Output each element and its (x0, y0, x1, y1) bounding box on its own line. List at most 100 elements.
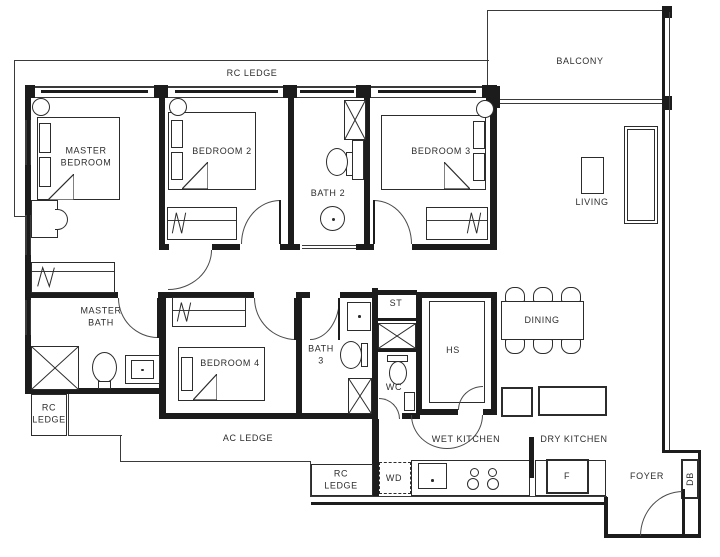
room-label-bedroom4: BEDROOM 4 (200, 358, 260, 369)
rc-ledge-bottom-box (311, 464, 373, 496)
blanket-fold (444, 162, 470, 189)
bedside-lamp (169, 98, 187, 116)
room-label-bath2: BATH 2 (310, 188, 346, 199)
room-label-bedroom3: BEDROOM 3 (411, 146, 471, 157)
wall (25, 335, 31, 394)
wardrobe-icon (466, 211, 482, 235)
door-arc (168, 250, 212, 290)
room-label-hs: HS (446, 345, 460, 356)
window-wall (29, 98, 31, 394)
kitchen-divider-wall (529, 437, 534, 478)
wall (25, 255, 31, 300)
window-glazing (26, 215, 30, 255)
window-wall (25, 86, 27, 394)
balcony-wall (487, 10, 489, 90)
counter-island (501, 387, 533, 417)
toilet-tank (361, 343, 368, 367)
wardrobe-icon (176, 301, 192, 323)
room-label-rc-ledge-top: RC LEDGE (226, 68, 278, 79)
pillow (39, 157, 51, 187)
hob-burner (467, 478, 479, 490)
wall (372, 288, 378, 419)
appliance-label-wd: WD (385, 473, 403, 484)
wall (372, 419, 379, 497)
door-arc (310, 298, 340, 340)
ac-ledge-outline (67, 394, 69, 436)
window-glazing (300, 90, 354, 93)
wall (340, 292, 377, 298)
sliding-door (497, 99, 663, 101)
wardrobe-shelf (168, 220, 236, 222)
window-glazing (378, 90, 476, 93)
wall (302, 413, 372, 419)
pillar (154, 85, 168, 98)
wall (288, 96, 294, 244)
wall (364, 96, 370, 244)
door-gap (458, 407, 483, 416)
wardrobe-icon (171, 211, 187, 235)
balcony-wall (487, 10, 672, 12)
bedside-lamp (32, 98, 50, 116)
desk (31, 200, 58, 238)
wall (296, 292, 302, 419)
dining-chair (533, 287, 553, 302)
room-label-living: LIVING (575, 197, 609, 208)
pillar (662, 6, 672, 18)
sliding-door (302, 248, 356, 250)
door-arc (241, 200, 280, 244)
door-arc (254, 298, 296, 340)
room-label-foyer: FOYER (629, 471, 665, 482)
wall (412, 244, 497, 250)
bedside-lamp (476, 100, 494, 118)
window-glazing (26, 120, 30, 165)
shower-icon (31, 346, 79, 390)
ledge-outline (14, 60, 16, 217)
blanket-fold (193, 374, 217, 400)
door-leaf (373, 200, 375, 244)
wall (377, 290, 417, 295)
pillow (473, 153, 485, 181)
pillar (662, 96, 672, 110)
wardrobe (31, 262, 115, 293)
boundary-wall (311, 502, 607, 505)
wall (159, 413, 302, 419)
room-label-ac-ledge: AC LEDGE (222, 433, 274, 444)
room-label-rc-ledge-bottom: RC LEDGE (324, 468, 358, 490)
ledge-outline (14, 216, 26, 218)
pillow (473, 121, 485, 149)
window-glazing (175, 90, 278, 93)
pillar (482, 85, 497, 98)
ac-ledge-outline (120, 461, 311, 463)
label-db: DB (685, 472, 695, 486)
bed (381, 115, 486, 190)
ac-unit-icon (378, 323, 416, 349)
window-glazing (41, 90, 148, 93)
dining-chair (561, 339, 581, 354)
room-label-wet-kitchen: WET KITCHEN (431, 434, 501, 445)
pillar (283, 85, 297, 98)
room-label-bedroom2: BEDROOM 2 (192, 146, 252, 157)
ledge-outline (14, 60, 489, 62)
hob-burner (469, 467, 479, 477)
wall (662, 10, 665, 453)
appliance-label-fridge: F (563, 471, 571, 482)
pillow (171, 120, 183, 148)
room-label-dry-kitchen: DRY KITCHEN (540, 434, 608, 445)
wardrobe-shelf (32, 271, 114, 273)
door-arc (374, 200, 412, 244)
wall (377, 349, 417, 352)
toilet-bowl (326, 148, 348, 176)
wardrobe-icon (36, 266, 56, 288)
hob-burner (487, 467, 497, 477)
blanket-fold (182, 162, 208, 189)
wardrobe-shelf (427, 220, 487, 222)
wall (212, 244, 240, 250)
toilet-bowl (389, 361, 407, 385)
sink-drain (431, 479, 434, 482)
basin-drain (141, 368, 144, 371)
wall (166, 292, 254, 298)
room-label-rc-ledge-left: RC LEDGE (32, 402, 66, 424)
wall (280, 244, 300, 250)
ac-ledge-outline (310, 461, 312, 497)
wardrobe (426, 207, 488, 240)
